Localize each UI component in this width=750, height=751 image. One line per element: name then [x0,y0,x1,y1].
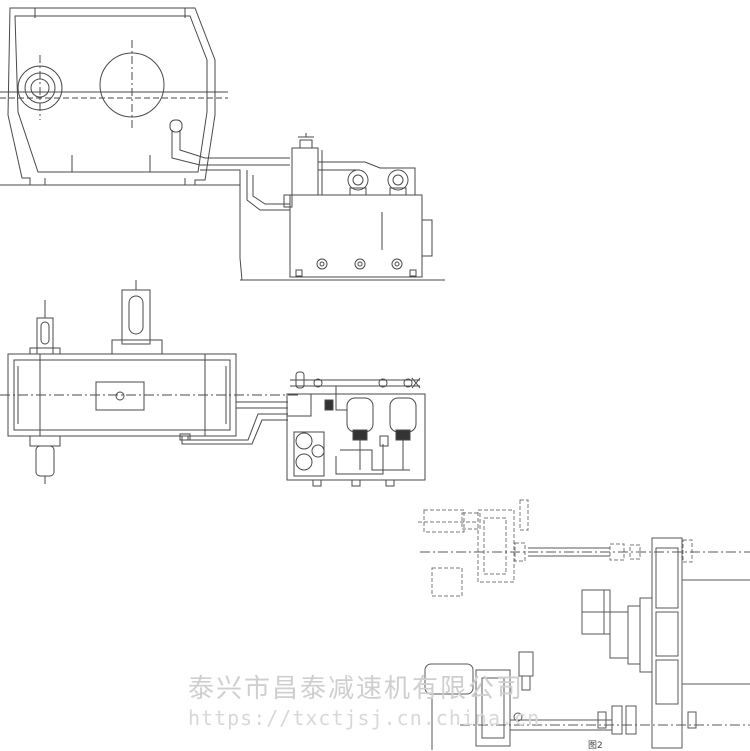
url-watermark: https://txctjsj.cn.china.cn [188,706,541,730]
input-shaft [37,318,53,354]
phantom-motor [424,510,464,532]
oil-pipe-return [172,130,290,165]
oil-filter-1 [347,398,373,432]
filter-block [292,148,318,195]
pump-1 [348,170,368,190]
layout-plan-bottom [418,500,750,750]
company-watermark: 泰兴市昌泰减速机有限公司 [188,674,525,704]
lube-pipe [236,402,288,408]
figure-label: 图2 [588,741,603,751]
pump-2 [388,170,408,190]
oil-filter-2 [390,398,416,432]
lower-motor [425,664,473,694]
gearbox-assembly-top [0,8,445,280]
output-shaft [122,290,150,344]
gearbox-housing-inner [15,16,207,172]
reducer-assembly-middle [0,280,425,486]
pressure-gauge [296,433,312,449]
gearbox-housing-outline [8,8,215,185]
